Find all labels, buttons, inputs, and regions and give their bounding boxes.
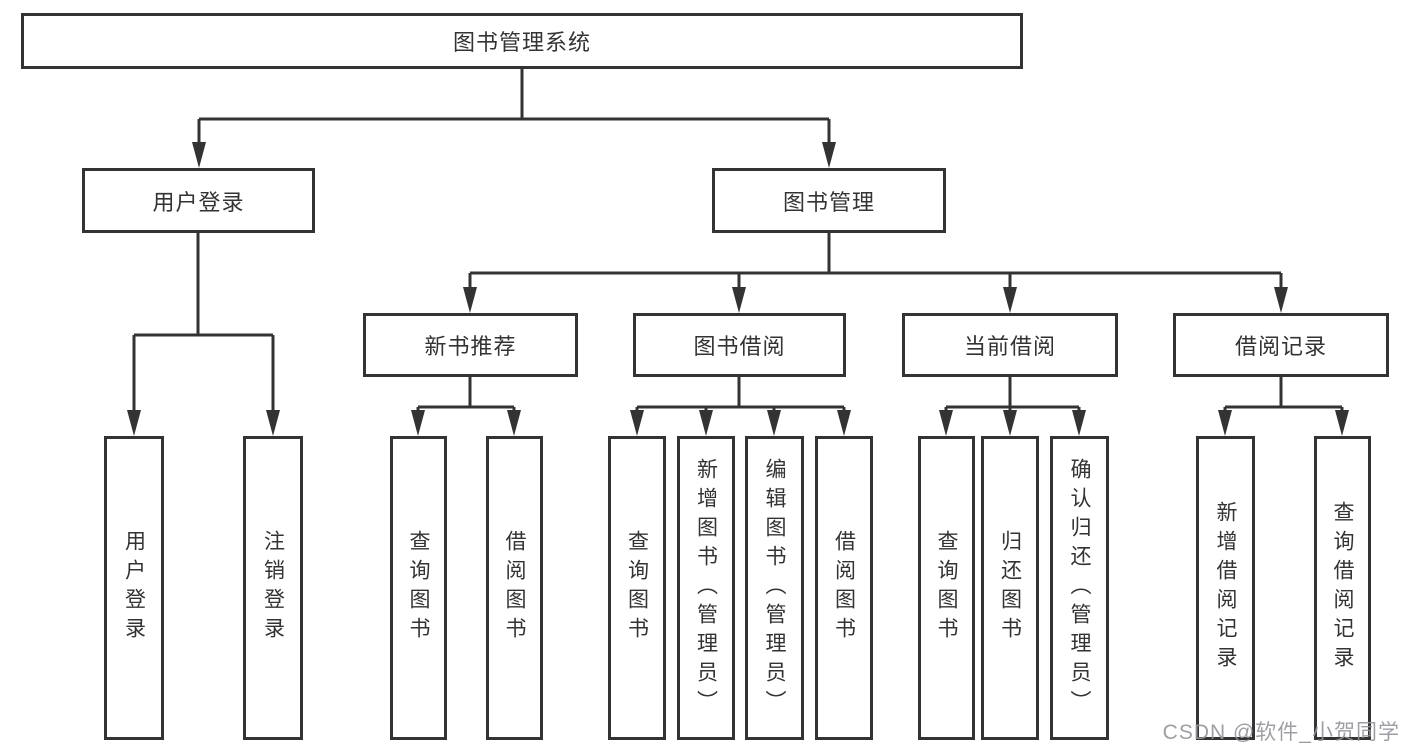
- arrowhead-icons: [127, 142, 1349, 436]
- leaf-return-books: 归还图书: [981, 436, 1039, 740]
- node-library-management-system: 图书管理系统: [21, 13, 1023, 69]
- leaf-edit-books-admin: 编辑图书（管理员）: [745, 436, 804, 740]
- node-current-borrow: 当前借阅: [902, 313, 1118, 377]
- leaf-query-borrow-record: 查询借阅记录: [1314, 436, 1371, 740]
- leaf-add-books-admin: 新增图书（管理员）: [677, 436, 735, 740]
- node-new-book-recommend: 新书推荐: [363, 313, 578, 377]
- node-borrow-records: 借阅记录: [1173, 313, 1389, 377]
- csdn-watermark: CSDN @软件_小贺同学: [1162, 721, 1400, 744]
- leaf-logout: 注销登录: [243, 436, 303, 740]
- leaf-add-borrow-record: 新增借阅记录: [1196, 436, 1255, 740]
- leaf-user-login: 用户登录: [104, 436, 164, 740]
- leaf-query-books: 查询图书: [608, 436, 666, 740]
- node-book-borrow: 图书借阅: [633, 313, 846, 377]
- leaf-borrow-books: 借阅图书: [815, 436, 873, 740]
- leaf-confirm-return-admin: 确认归还（管理员）: [1050, 436, 1109, 740]
- leaf-query-books-recommend: 查询图书: [390, 436, 447, 740]
- node-user-login: 用户登录: [82, 168, 315, 233]
- leaf-query-books-current: 查询图书: [918, 436, 975, 740]
- node-book-management: 图书管理: [712, 168, 946, 233]
- leaf-borrow-books-recommend: 借阅图书: [486, 436, 543, 740]
